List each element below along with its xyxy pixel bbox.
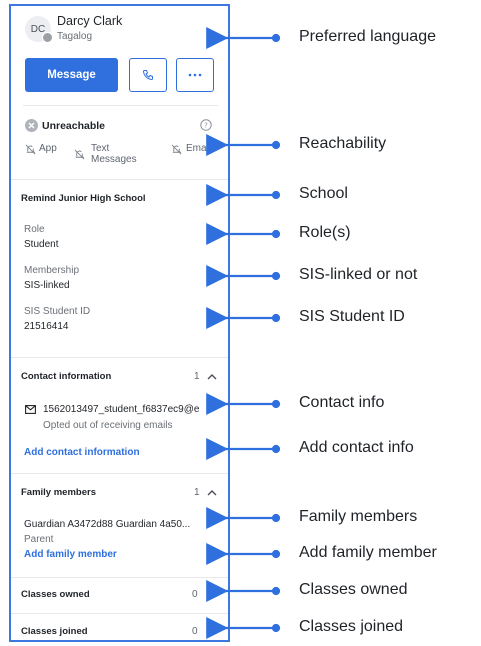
classes-joined-title: Classes joined xyxy=(21,626,88,637)
classes-owned-title: Classes owned xyxy=(21,589,90,600)
channel-label: App xyxy=(39,143,57,154)
divider xyxy=(11,473,228,474)
contact-profile-panel: DC Darcy Clark Tagalog Message Unreachab… xyxy=(9,4,230,642)
avatar: DC xyxy=(25,16,51,42)
annotation-label: Add contact info xyxy=(299,439,414,456)
avatar-initials: DC xyxy=(30,23,46,35)
unreachable-icon xyxy=(25,119,38,132)
svg-text:?: ? xyxy=(204,122,208,130)
annotation-dot xyxy=(271,623,281,633)
chevron-up-icon[interactable] xyxy=(207,489,217,496)
role-label: Role xyxy=(24,224,45,235)
annotation-label: Classes owned xyxy=(299,581,408,598)
family-member-name[interactable]: Guardian A3472d88 Guardian 4a50... xyxy=(24,519,191,530)
annotation-label: SIS-linked or not xyxy=(299,266,418,283)
phone-icon xyxy=(142,70,153,81)
sis-id-label: SIS Student ID xyxy=(24,306,91,317)
family-count: 1 xyxy=(194,487,200,498)
annotation-dot xyxy=(271,33,281,43)
annotation-label: School xyxy=(299,185,348,202)
annotation-dot xyxy=(271,444,281,454)
annotation-label: Contact info xyxy=(299,394,385,411)
add-contact-info-link[interactable]: Add contact information xyxy=(24,447,140,458)
help-icon[interactable]: ? xyxy=(200,119,212,131)
family-title: Family members xyxy=(21,487,96,498)
annotation-label: Preferred language xyxy=(299,28,436,45)
annotation-label: Family members xyxy=(299,508,418,525)
annotation-label: Add family member xyxy=(299,544,437,561)
classes-owned-count: 0 xyxy=(192,589,198,600)
annotation-dot xyxy=(271,549,281,559)
divider xyxy=(23,105,218,106)
membership-label: Membership xyxy=(24,265,80,276)
add-family-member-link[interactable]: Add family member xyxy=(24,549,117,560)
reachability-status: Unreachable xyxy=(42,120,106,132)
contact-info-title: Contact information xyxy=(21,371,112,382)
bell-off-icon xyxy=(74,149,85,160)
call-button[interactable] xyxy=(129,58,167,92)
preferred-language: Tagalog xyxy=(57,31,93,42)
classes-joined-count: 0 xyxy=(192,626,198,637)
annotation-dot xyxy=(271,140,281,150)
annotation-dot xyxy=(271,229,281,239)
membership-value: SIS-linked xyxy=(24,280,70,291)
school-name: Remind Junior High School xyxy=(21,193,146,204)
annotation-dot xyxy=(271,190,281,200)
annotation-label: SIS Student ID xyxy=(299,308,405,325)
more-options-button[interactable] xyxy=(176,58,214,92)
divider xyxy=(11,357,228,358)
bell-off-icon xyxy=(25,144,36,155)
contact-name: Darcy Clark xyxy=(57,14,123,28)
email-opt-out-note: Opted out of receiving emails xyxy=(43,420,173,431)
annotation-dot xyxy=(271,313,281,323)
family-member-relation: Parent xyxy=(24,534,54,545)
bell-off-icon xyxy=(171,144,182,155)
annotation-dot xyxy=(271,271,281,281)
chevron-up-icon[interactable] xyxy=(207,373,217,380)
divider xyxy=(11,613,228,614)
contact-info-count: 1 xyxy=(194,371,200,382)
annotation-dot xyxy=(271,586,281,596)
channel-label-line2: Messages xyxy=(91,154,137,165)
role-value: Student xyxy=(24,239,59,250)
divider xyxy=(11,179,228,180)
sis-id-value: 21516414 xyxy=(24,321,69,332)
mail-icon xyxy=(25,405,36,414)
contact-email[interactable]: 1562013497_student_f6837ec9@e xyxy=(43,404,200,415)
annotation-label: Reachability xyxy=(299,135,387,152)
divider xyxy=(11,577,228,578)
annotation-dot xyxy=(271,399,281,409)
channel-label-line1: Text xyxy=(91,143,110,154)
channel-label: Email xyxy=(186,143,212,154)
annotation-label: Classes joined xyxy=(299,618,404,635)
avatar-status-badge xyxy=(42,32,53,43)
ellipsis-icon xyxy=(188,73,202,77)
message-button[interactable]: Message xyxy=(25,58,118,92)
annotation-label: Role(s) xyxy=(299,224,351,241)
annotation-dot xyxy=(271,513,281,523)
